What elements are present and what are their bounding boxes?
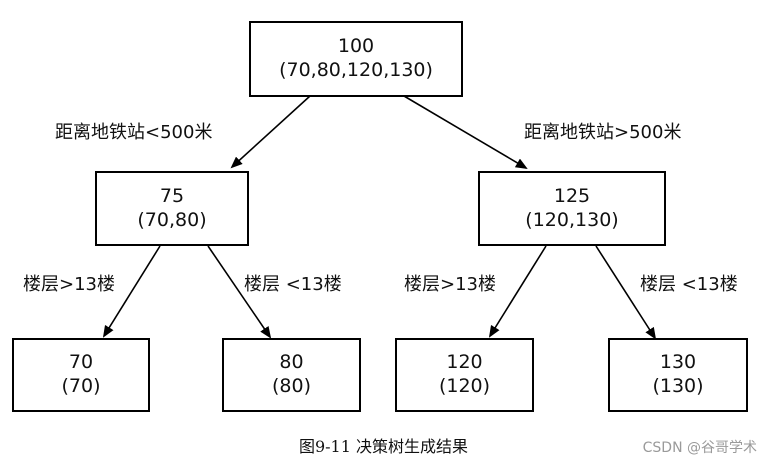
edge-label-root-left: 距离地铁站<500米	[55, 122, 213, 143]
left-prices: (70,80)	[137, 208, 207, 231]
leaf-80-prices: (80)	[271, 375, 311, 397]
leaf-node-120: 120 (120)	[395, 338, 534, 412]
leaf-130-prices: (130)	[652, 375, 704, 397]
figure-caption: 图9-11 决策树生成结果	[298, 437, 469, 456]
leaf-130-value: 130	[659, 351, 697, 374]
left-node: 75 (70,80)	[95, 171, 249, 246]
leaf-120-prices: (120)	[438, 375, 491, 397]
edge-label-root-right: 距离地铁站>500米	[524, 122, 682, 143]
edge-label-right-rr: 楼层 <13楼	[640, 274, 738, 295]
edge-left-lr	[207, 245, 272, 339]
watermark: CSDN @谷哥学术	[642, 440, 757, 456]
edge-label-left-lr: 楼层 <13楼	[244, 274, 342, 295]
leaf-120-value: 120	[446, 351, 483, 374]
right-prices: (120,130)	[525, 208, 619, 231]
edge-root-left	[230, 95, 311, 169]
root-node: 100 (70,80,120,130)	[249, 21, 463, 97]
edge-right-rr	[595, 245, 657, 340]
leaf-node-80: 80 (80)	[222, 338, 361, 412]
edge-label-right-rl: 楼层>13楼	[404, 274, 496, 295]
edge-root-right	[403, 95, 528, 170]
root-value: 100	[337, 35, 375, 58]
leaf-80-value: 80	[279, 351, 304, 374]
edge-right-rl	[488, 245, 547, 338]
leaf-70-prices: (70)	[61, 375, 101, 397]
root-prices: (70,80,120,130)	[279, 59, 433, 81]
left-value: 75	[159, 184, 185, 207]
edge-left-ll	[102, 245, 161, 338]
leaf-node-70: 70 (70)	[12, 338, 150, 412]
right-node: 125 (120,130)	[478, 171, 666, 246]
leaf-70-value: 70	[68, 351, 94, 374]
right-value: 125	[553, 184, 591, 207]
leaf-node-130: 130 (130)	[608, 338, 748, 412]
edge-label-left-ll: 楼层>13楼	[23, 274, 115, 295]
